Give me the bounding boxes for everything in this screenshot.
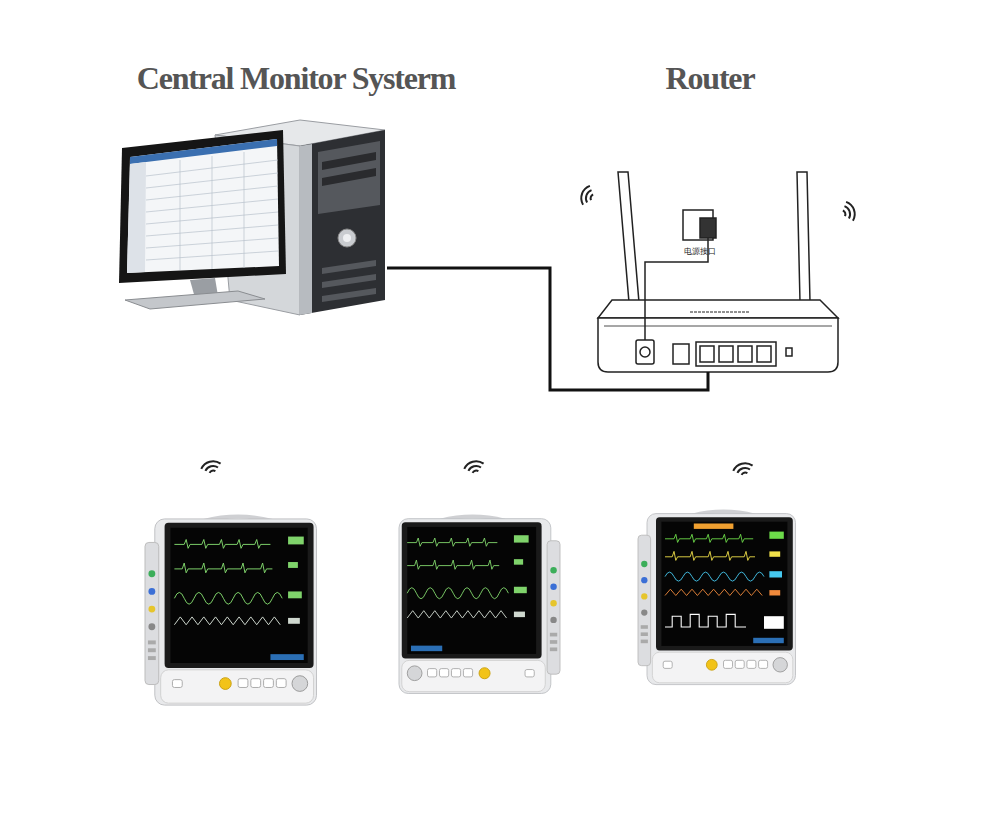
wifi-signal [200, 184, 857, 476]
device-node: Router [575, 55, 845, 372]
patient-monitor [638, 511, 796, 684]
central-computer [244, 152, 245, 268]
central-computer [125, 291, 265, 309]
central-computer [212, 156, 213, 269]
device-heading: Router [575, 60, 845, 96]
port-note: 电源接口 [684, 247, 716, 257]
router-drawing [719, 346, 733, 362]
wifi-signal [732, 461, 754, 477]
device-node: Central Monitor Systerm [115, 55, 387, 320]
router-drawing [700, 346, 714, 362]
central-computer [322, 152, 376, 170]
router-drawing [786, 348, 792, 356]
router-drawing [757, 346, 771, 362]
router-drawing [604, 326, 832, 327]
patient-monitor [638, 511, 796, 684]
wifi-signal [579, 184, 596, 206]
central-computer [119, 130, 286, 283]
patient-monitor [174, 537, 303, 625]
router-drawing [640, 347, 650, 357]
central-computer [130, 139, 277, 164]
network-cable [387, 268, 708, 390]
patient-monitor [407, 535, 528, 618]
central-computer [322, 274, 376, 288]
patient-monitor [145, 516, 317, 705]
central-computer [127, 139, 279, 273]
central-computer [300, 144, 312, 315]
router-drawing [598, 300, 838, 318]
central-computer [322, 288, 376, 302]
wifi-signal [840, 200, 857, 222]
device-heading: Central Monitor Systerm [115, 60, 477, 96]
central-computer [119, 120, 385, 315]
central-computer [322, 168, 376, 186]
central-computer [343, 234, 351, 242]
router-drawing [636, 340, 654, 364]
router-drawing [690, 312, 750, 313]
central-computer [318, 141, 380, 214]
patient-monitor [399, 516, 560, 693]
central-computer [127, 162, 146, 273]
router-drawing [598, 172, 838, 372]
router-drawing [598, 318, 838, 372]
central-computer [322, 260, 376, 274]
central-computer [300, 130, 385, 315]
central-computer [146, 152, 278, 270]
wifi-signal [200, 459, 222, 475]
wifi-signal [463, 459, 485, 475]
patient-monitor [665, 524, 784, 629]
router-drawing [797, 172, 810, 302]
central-computer [338, 229, 356, 247]
router-drawing [700, 218, 716, 238]
router-drawing [696, 342, 776, 366]
router-drawing [738, 346, 752, 362]
router-drawing [673, 344, 689, 364]
patient-monitor [399, 516, 560, 693]
central-computer [180, 160, 181, 270]
patient-monitor [145, 516, 317, 705]
